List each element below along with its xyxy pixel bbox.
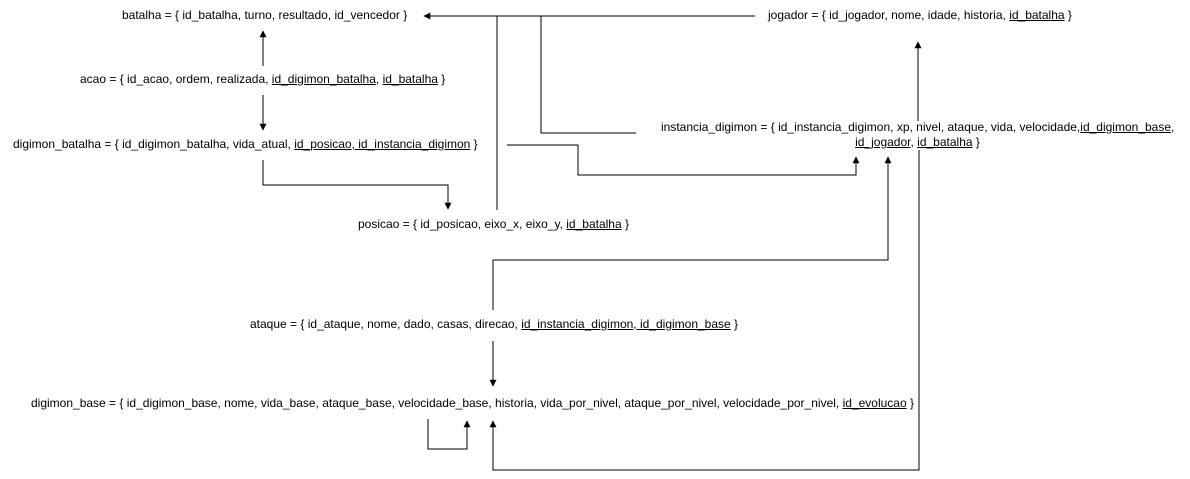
edge-instancia-digimon-base xyxy=(489,150,920,471)
edge-digimon-batalha-posicao xyxy=(262,160,452,210)
digimon-batalha-fk-posicao: id_posicao xyxy=(294,137,352,151)
edge-digimon-base-self xyxy=(427,419,471,450)
digimon-base-fields: id_digimon_base, nome, vida_base, ataque… xyxy=(126,396,843,410)
digimon-batalha-fk-instancia: id_instancia_digimon xyxy=(358,137,471,151)
entity-instancia-digimon[interactable]: instancia_digimon = { id_instancia_digim… xyxy=(661,120,1174,150)
entity-digimon-batalha[interactable]: digimon_batalha = { id_digimon_batalha, … xyxy=(13,137,478,152)
instancia-suffix: } xyxy=(972,135,980,149)
digimon-batalha-suffix: } xyxy=(470,137,478,151)
posicao-fk-batalha: id_batalha xyxy=(566,217,622,231)
ataque-fields: id_ataque, nome, dado, casas, direcao, xyxy=(307,317,522,331)
digimon-base-prefix: digimon_base = { xyxy=(31,396,127,410)
ataque-suffix: } xyxy=(730,317,739,331)
jogador-fields: id_jogador, nome, idade, historia, xyxy=(829,8,1010,22)
posicao-suffix: } xyxy=(621,217,629,231)
edge-ataque-instancia xyxy=(492,156,892,310)
ataque-fk-instancia: id_instancia_digimon xyxy=(521,317,634,331)
batalha-fields: id_batalha, turno, resultado, id_vencedo… xyxy=(182,8,400,22)
instancia-sep2: , xyxy=(910,135,918,149)
instancia-line-1: instancia_digimon = { id_instancia_digim… xyxy=(661,120,1174,135)
posicao-fields: id_posicao, eixo_x, eixo_y, xyxy=(420,217,567,231)
instancia-sep1: , xyxy=(1171,120,1175,134)
acao-fk-batalha: id_batalha xyxy=(382,72,438,86)
jogador-prefix: jogador = { xyxy=(768,8,830,22)
instancia-line-2: id_jogador, id_batalha } xyxy=(661,135,1174,150)
entity-digimon-base[interactable]: digimon_base = { id_digimon_base, nome, … xyxy=(31,396,914,411)
edge-instancia-batalha xyxy=(540,16,636,134)
instancia-fields: id_instancia_digimon, xp, nivel, ataque,… xyxy=(778,120,1081,134)
acao-suffix: } xyxy=(437,72,446,86)
batalha-prefix: batalha = { xyxy=(122,8,183,22)
entity-batalha[interactable]: batalha = { id_batalha, turno, resultado… xyxy=(122,8,407,23)
instancia-fk-digimon-base: id_digimon_base xyxy=(1080,120,1172,134)
ataque-fk-digimon-base: id_digimon_base xyxy=(639,317,731,331)
jogador-fk-batalha: id_batalha xyxy=(1009,8,1065,22)
instancia-fk-batalha: id_batalha xyxy=(917,135,973,149)
entity-posicao[interactable]: posicao = { id_posicao, eixo_x, eixo_y, … xyxy=(358,217,629,232)
ataque-prefix: ataque = { xyxy=(250,317,308,331)
digimon-base-suffix: } xyxy=(906,396,914,410)
entity-jogador[interactable]: jogador = { id_jogador, nome, idade, his… xyxy=(768,8,1072,23)
jogador-suffix: } xyxy=(1064,8,1072,22)
instancia-fk-jogador: id_jogador xyxy=(855,135,911,149)
digimon-batalha-prefix: digimon_batalha = { xyxy=(13,137,123,151)
instancia-prefix: instancia_digimon = { xyxy=(661,120,779,134)
acao-fk-digimon-batalha: id_digimon_batalha xyxy=(271,72,376,86)
batalha-suffix: } xyxy=(399,8,408,22)
digimon-batalha-sep1: , xyxy=(351,137,359,151)
entity-acao[interactable]: acao = { id_acao, ordem, realizada, id_d… xyxy=(80,72,445,87)
digimon-batalha-fields: id_digimon_batalha, vida_atual, xyxy=(122,137,295,151)
entity-ataque[interactable]: ataque = { id_ataque, nome, dado, casas,… xyxy=(250,317,738,332)
posicao-prefix: posicao = { xyxy=(358,217,421,231)
ataque-sep1: , xyxy=(633,317,640,331)
digimon-base-fk-evolucao: id_evolucao xyxy=(842,396,907,410)
edge-digimon-batalha-instancia xyxy=(507,144,860,176)
acao-sep1: , xyxy=(375,72,383,86)
acao-fields: id_acao, ordem, realizada, xyxy=(127,72,272,86)
acao-prefix: acao = { xyxy=(80,72,128,86)
